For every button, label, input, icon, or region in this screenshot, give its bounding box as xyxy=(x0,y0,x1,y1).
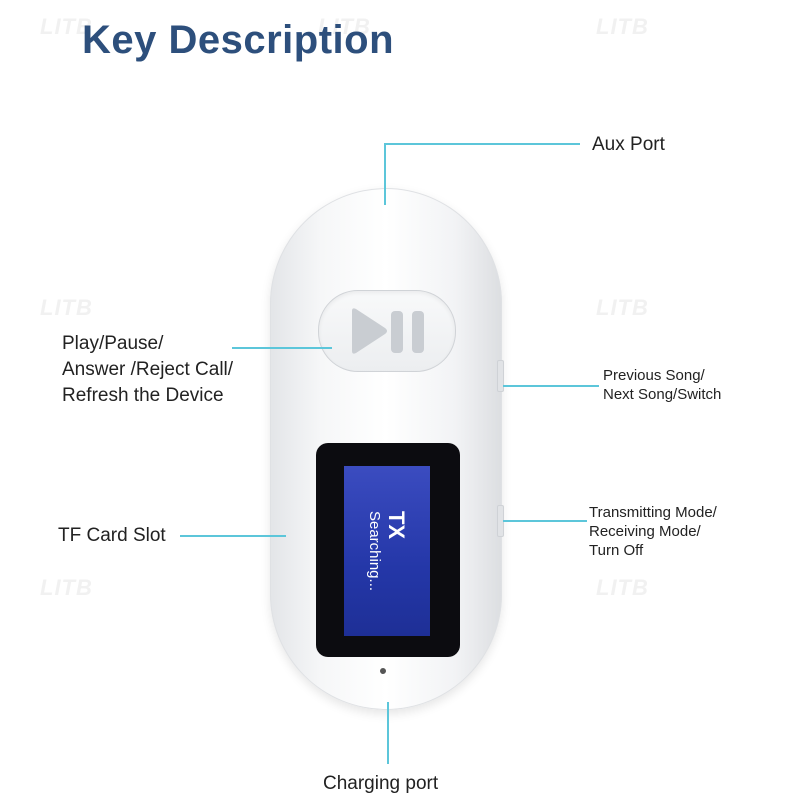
play-pause-label: Play/Pause/ Answer /Reject Call/ Refresh… xyxy=(62,333,234,406)
watermark: LITB xyxy=(596,575,649,600)
lcd-screen xyxy=(344,466,430,636)
charging-port-hole xyxy=(380,668,386,674)
watermark: LITB xyxy=(40,14,93,39)
charging-leader-line xyxy=(387,702,389,764)
aux-leader-line xyxy=(384,143,386,205)
play-pause-leader-line xyxy=(232,347,332,349)
previous-next-leader-line xyxy=(503,385,599,387)
watermark: LITB xyxy=(596,295,649,320)
tf-card-label: TF Card Slot xyxy=(58,525,166,546)
play-pause-button[interactable] xyxy=(318,290,456,372)
previous-next-label: Previous Song/ Next Song/Switch xyxy=(603,367,722,403)
lcd-text: TX Searching... xyxy=(365,511,409,591)
mode-leader-line xyxy=(503,520,587,522)
lcd-status: Searching... xyxy=(366,510,383,592)
lcd-mode: TX xyxy=(384,510,409,540)
tf-card-leader-line xyxy=(180,535,286,537)
aux-leader-line xyxy=(384,143,580,145)
charging-port-label: Charging port xyxy=(323,773,439,794)
watermark: LITB xyxy=(40,295,93,320)
aux-port-label: Aux Port xyxy=(592,134,665,155)
play-pause-icon xyxy=(352,308,424,354)
watermark: LITB xyxy=(596,14,649,39)
watermark: LITB xyxy=(318,14,371,39)
watermark: LITB xyxy=(40,575,93,600)
mode-label: Transmitting Mode/ Receiving Mode/ Turn … xyxy=(589,504,717,559)
previous-next-switch-button[interactable] xyxy=(497,360,504,392)
page-title: Key Description xyxy=(82,18,395,62)
